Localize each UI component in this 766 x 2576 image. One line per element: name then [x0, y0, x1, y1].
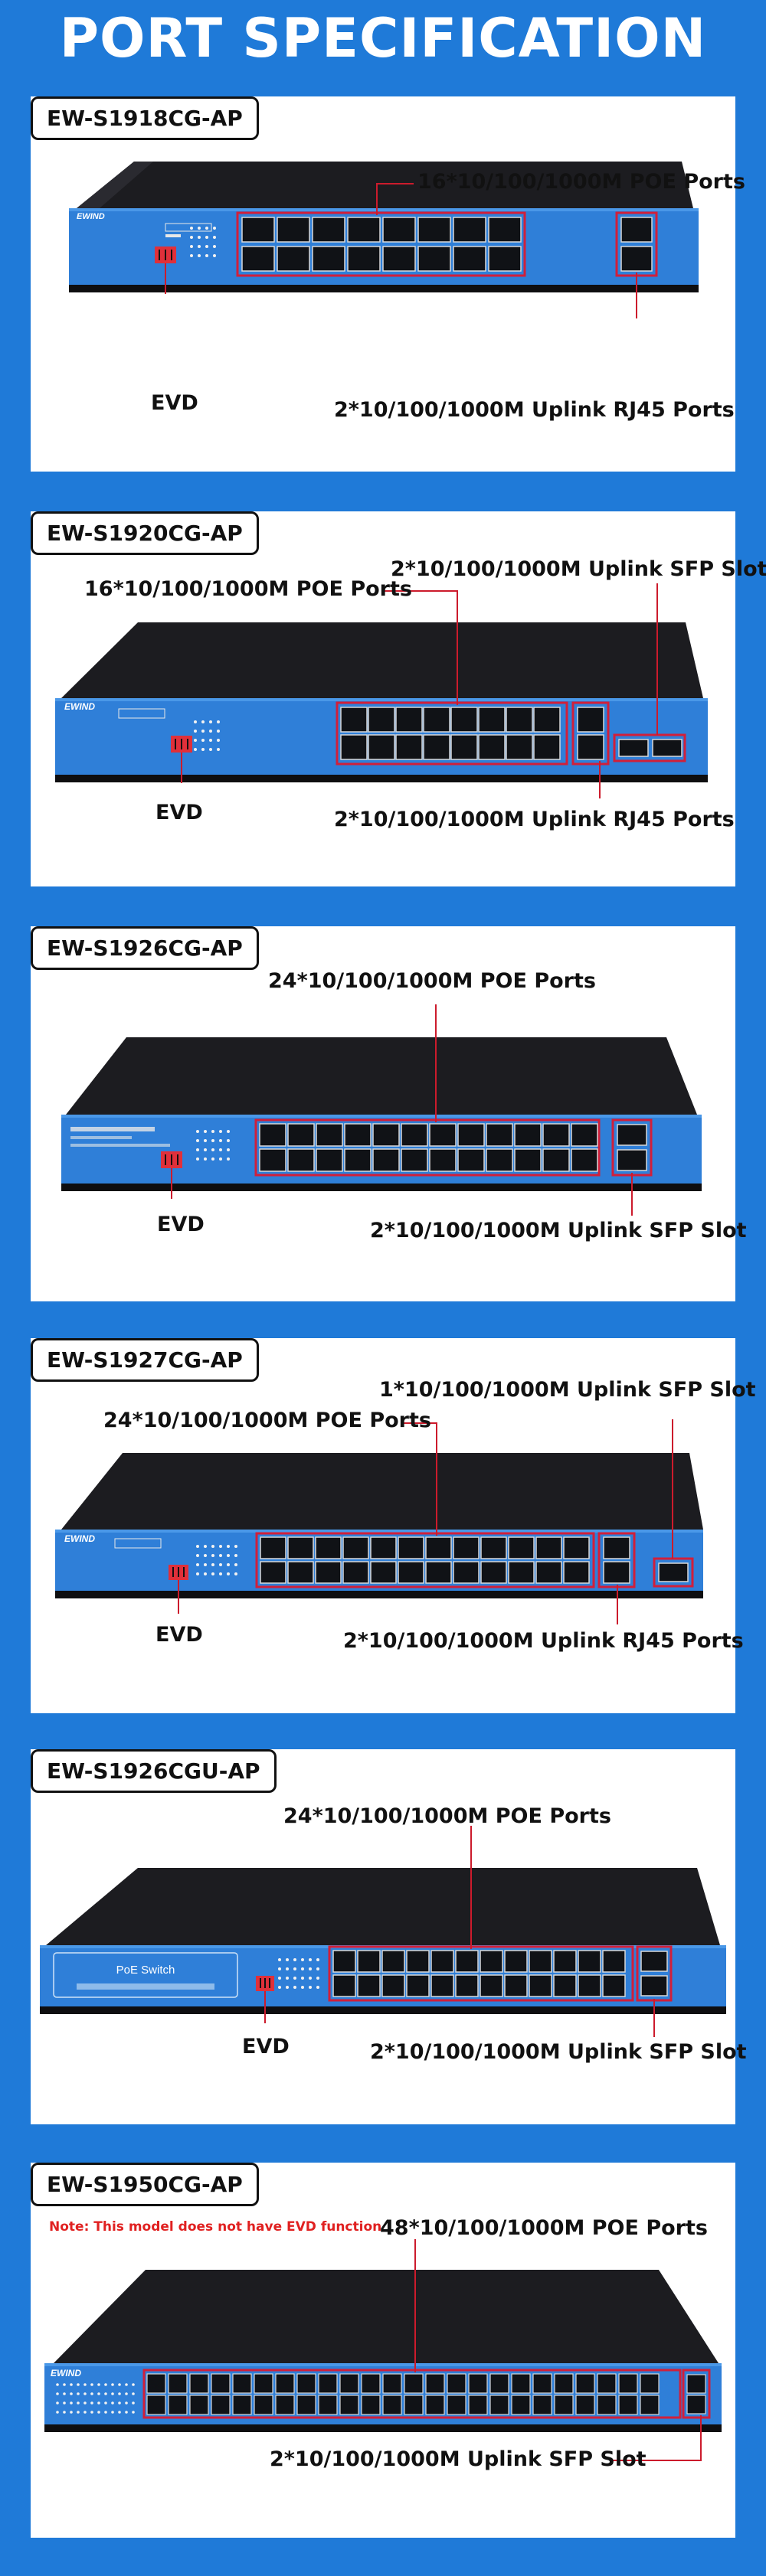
panel-label: PoE Switch	[116, 1964, 175, 1977]
brand-logo: EWIND	[64, 701, 95, 712]
switch-illustration: EWIND	[55, 583, 708, 798]
led-indicators	[196, 1130, 230, 1161]
switch-illustration: EWIND	[44, 2239, 722, 2461]
product-card-3: EW-S1926CG-AP 24*10/100/1000M POE Ports …	[31, 926, 747, 1301]
poe-ports	[332, 1950, 626, 1997]
poe-ports	[260, 1536, 590, 1584]
brand-logo: EWIND	[64, 1533, 95, 1544]
model-name: EW-S1927CG-AP	[31, 1338, 259, 1382]
switch-illustration: PoE Switch	[40, 1826, 726, 2037]
uplink-rj45-ports	[603, 1536, 630, 1584]
sfp-slots	[618, 739, 683, 757]
callout-lines	[264, 1826, 655, 2037]
led-indicators	[278, 1958, 319, 1989]
model-name: EW-S1926CG-AP	[31, 926, 259, 970]
led-indicators	[190, 227, 216, 257]
uplink-rj45-label: 2*10/100/1000M Uplink RJ45 Ports	[343, 1629, 744, 1653]
evd-label: EVD	[242, 2035, 290, 2059]
led-indicators	[194, 720, 220, 751]
uplink-rj45-ports	[620, 217, 653, 272]
poe-ports-label: 16*10/100/1000M POE Ports	[84, 577, 412, 601]
uplink-rj45-label: 2*10/100/1000M Uplink RJ45 Ports	[334, 398, 735, 422]
model-name: EW-S1950CG-AP	[31, 2163, 259, 2206]
evd-label: EVD	[157, 1213, 205, 1236]
product-card-1: EWIND EW-S1918CG-AP 16*10/100/1000M POE …	[31, 96, 745, 472]
uplink-sfp-label: 2*10/100/1000M Uplink SFP Slot	[270, 2447, 647, 2471]
callout-lines	[414, 2239, 702, 2461]
sfp-slots	[686, 2374, 706, 2414]
switch-illustration: EWIND	[69, 162, 699, 318]
sfp-slots	[640, 1951, 668, 1996]
page-title: PORT SPECIFICATION	[59, 7, 707, 70]
switch-illustration: EWIND	[55, 1419, 703, 1624]
poe-ports	[340, 707, 561, 760]
poe-ports-label: 24*10/100/1000M POE Ports	[283, 1804, 611, 1828]
evd-label: EVD	[151, 391, 198, 415]
poe-ports	[241, 217, 522, 272]
callout-lines	[178, 1419, 673, 1624]
callout-lines	[165, 183, 637, 318]
callout-lines	[171, 1004, 633, 1216]
uplink-sfp-label: 2*10/100/1000M Uplink SFP Slot	[370, 1219, 747, 1242]
model-name: EW-S1920CG-AP	[31, 511, 259, 555]
switch-illustration	[61, 1004, 702, 1216]
product-card-5: PoE Switch	[31, 1749, 747, 2124]
brand-logo: EWIND	[77, 212, 105, 221]
model-name: EW-S1918CG-AP	[31, 96, 259, 140]
evd-label: EVD	[155, 801, 203, 824]
sfp-slots	[617, 1124, 647, 1171]
evd-label: EVD	[155, 1623, 203, 1647]
poe-ports-label: 16*10/100/1000M POE Ports	[417, 170, 745, 194]
callout-lines	[181, 583, 658, 798]
poe-ports-label: 24*10/100/1000M POE Ports	[268, 969, 596, 993]
product-card-6: EWIND EW-S1950CG-AP Note: This model doe…	[31, 2163, 735, 2538]
model-name: EW-S1926CGU-AP	[31, 1749, 277, 1793]
poe-ports-label: 48*10/100/1000M POE Ports	[380, 2216, 708, 2240]
product-card-4: EWIND EW-S1927CG-AP 1*10/100/1000M Uplin…	[31, 1338, 756, 1713]
poe-ports	[146, 2373, 660, 2415]
product-card-2: EWIND EW-S1920CG-AP 2*10/100/1000M Uplin…	[31, 511, 766, 886]
poe-ports	[259, 1123, 598, 1172]
led-indicators	[196, 1545, 237, 1575]
uplink-rj45-ports	[577, 707, 604, 760]
evd-note: Note: This model does not have EVD funct…	[49, 2219, 382, 2235]
sfp-slots	[658, 1562, 689, 1582]
uplink-sfp-label: 2*10/100/1000M Uplink SFP Slot	[370, 2040, 747, 2064]
uplink-rj45-label: 2*10/100/1000M Uplink RJ45 Ports	[334, 808, 735, 831]
uplink-sfp-label: 2*10/100/1000M Uplink SFP Slot	[391, 557, 766, 581]
led-indicators	[56, 2383, 135, 2414]
poe-ports-label: 24*10/100/1000M POE Ports	[103, 1409, 431, 1432]
brand-logo: EWIND	[51, 2368, 81, 2378]
uplink-sfp-label: 1*10/100/1000M Uplink SFP Slot	[379, 1378, 756, 1402]
